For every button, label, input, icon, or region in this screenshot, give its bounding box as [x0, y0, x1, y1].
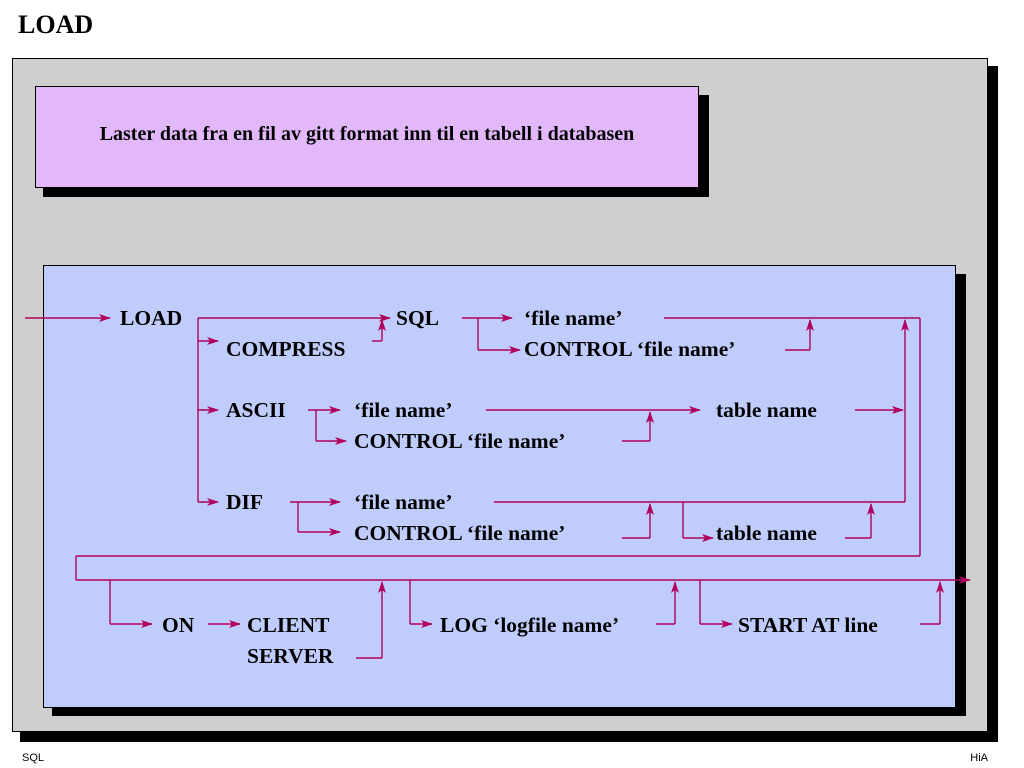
sql-keyword: SQL	[396, 306, 439, 330]
dif-table-name: table name	[716, 521, 817, 545]
compress-keyword: COMPRESS	[226, 337, 346, 361]
start-at-option: START AT line	[738, 613, 878, 637]
ascii-control-file-name: CONTROL ‘file name’	[354, 429, 565, 453]
dif-control-file-name: CONTROL ‘file name’	[354, 521, 565, 545]
page-title: LOAD	[18, 10, 94, 39]
footer-right-label: HiA	[970, 752, 988, 764]
sql-control-file-name: CONTROL ‘file name’	[524, 337, 735, 361]
description-box: Laster data fra en fil av gitt format in…	[35, 86, 699, 188]
ascii-file-name: ‘file name’	[354, 398, 453, 422]
dif-keyword: DIF	[226, 490, 263, 514]
footer-left-label: SQL	[22, 752, 45, 764]
on-keyword: ON	[162, 613, 195, 637]
sql-file-name: ‘file name’	[524, 306, 623, 330]
log-option: LOG ‘logfile name’	[440, 613, 619, 637]
server-keyword: SERVER	[247, 644, 334, 668]
load-keyword: LOAD	[120, 306, 182, 330]
ascii-table-name: table name	[716, 398, 817, 422]
description-text: Laster data fra en fil av gitt format in…	[99, 123, 635, 145]
diagram-panel	[43, 265, 956, 708]
syntax-lines	[25, 314, 971, 659]
dif-file-name: ‘file name’	[354, 490, 453, 514]
ascii-keyword: ASCII	[226, 398, 286, 422]
client-keyword: CLIENT	[247, 613, 330, 637]
